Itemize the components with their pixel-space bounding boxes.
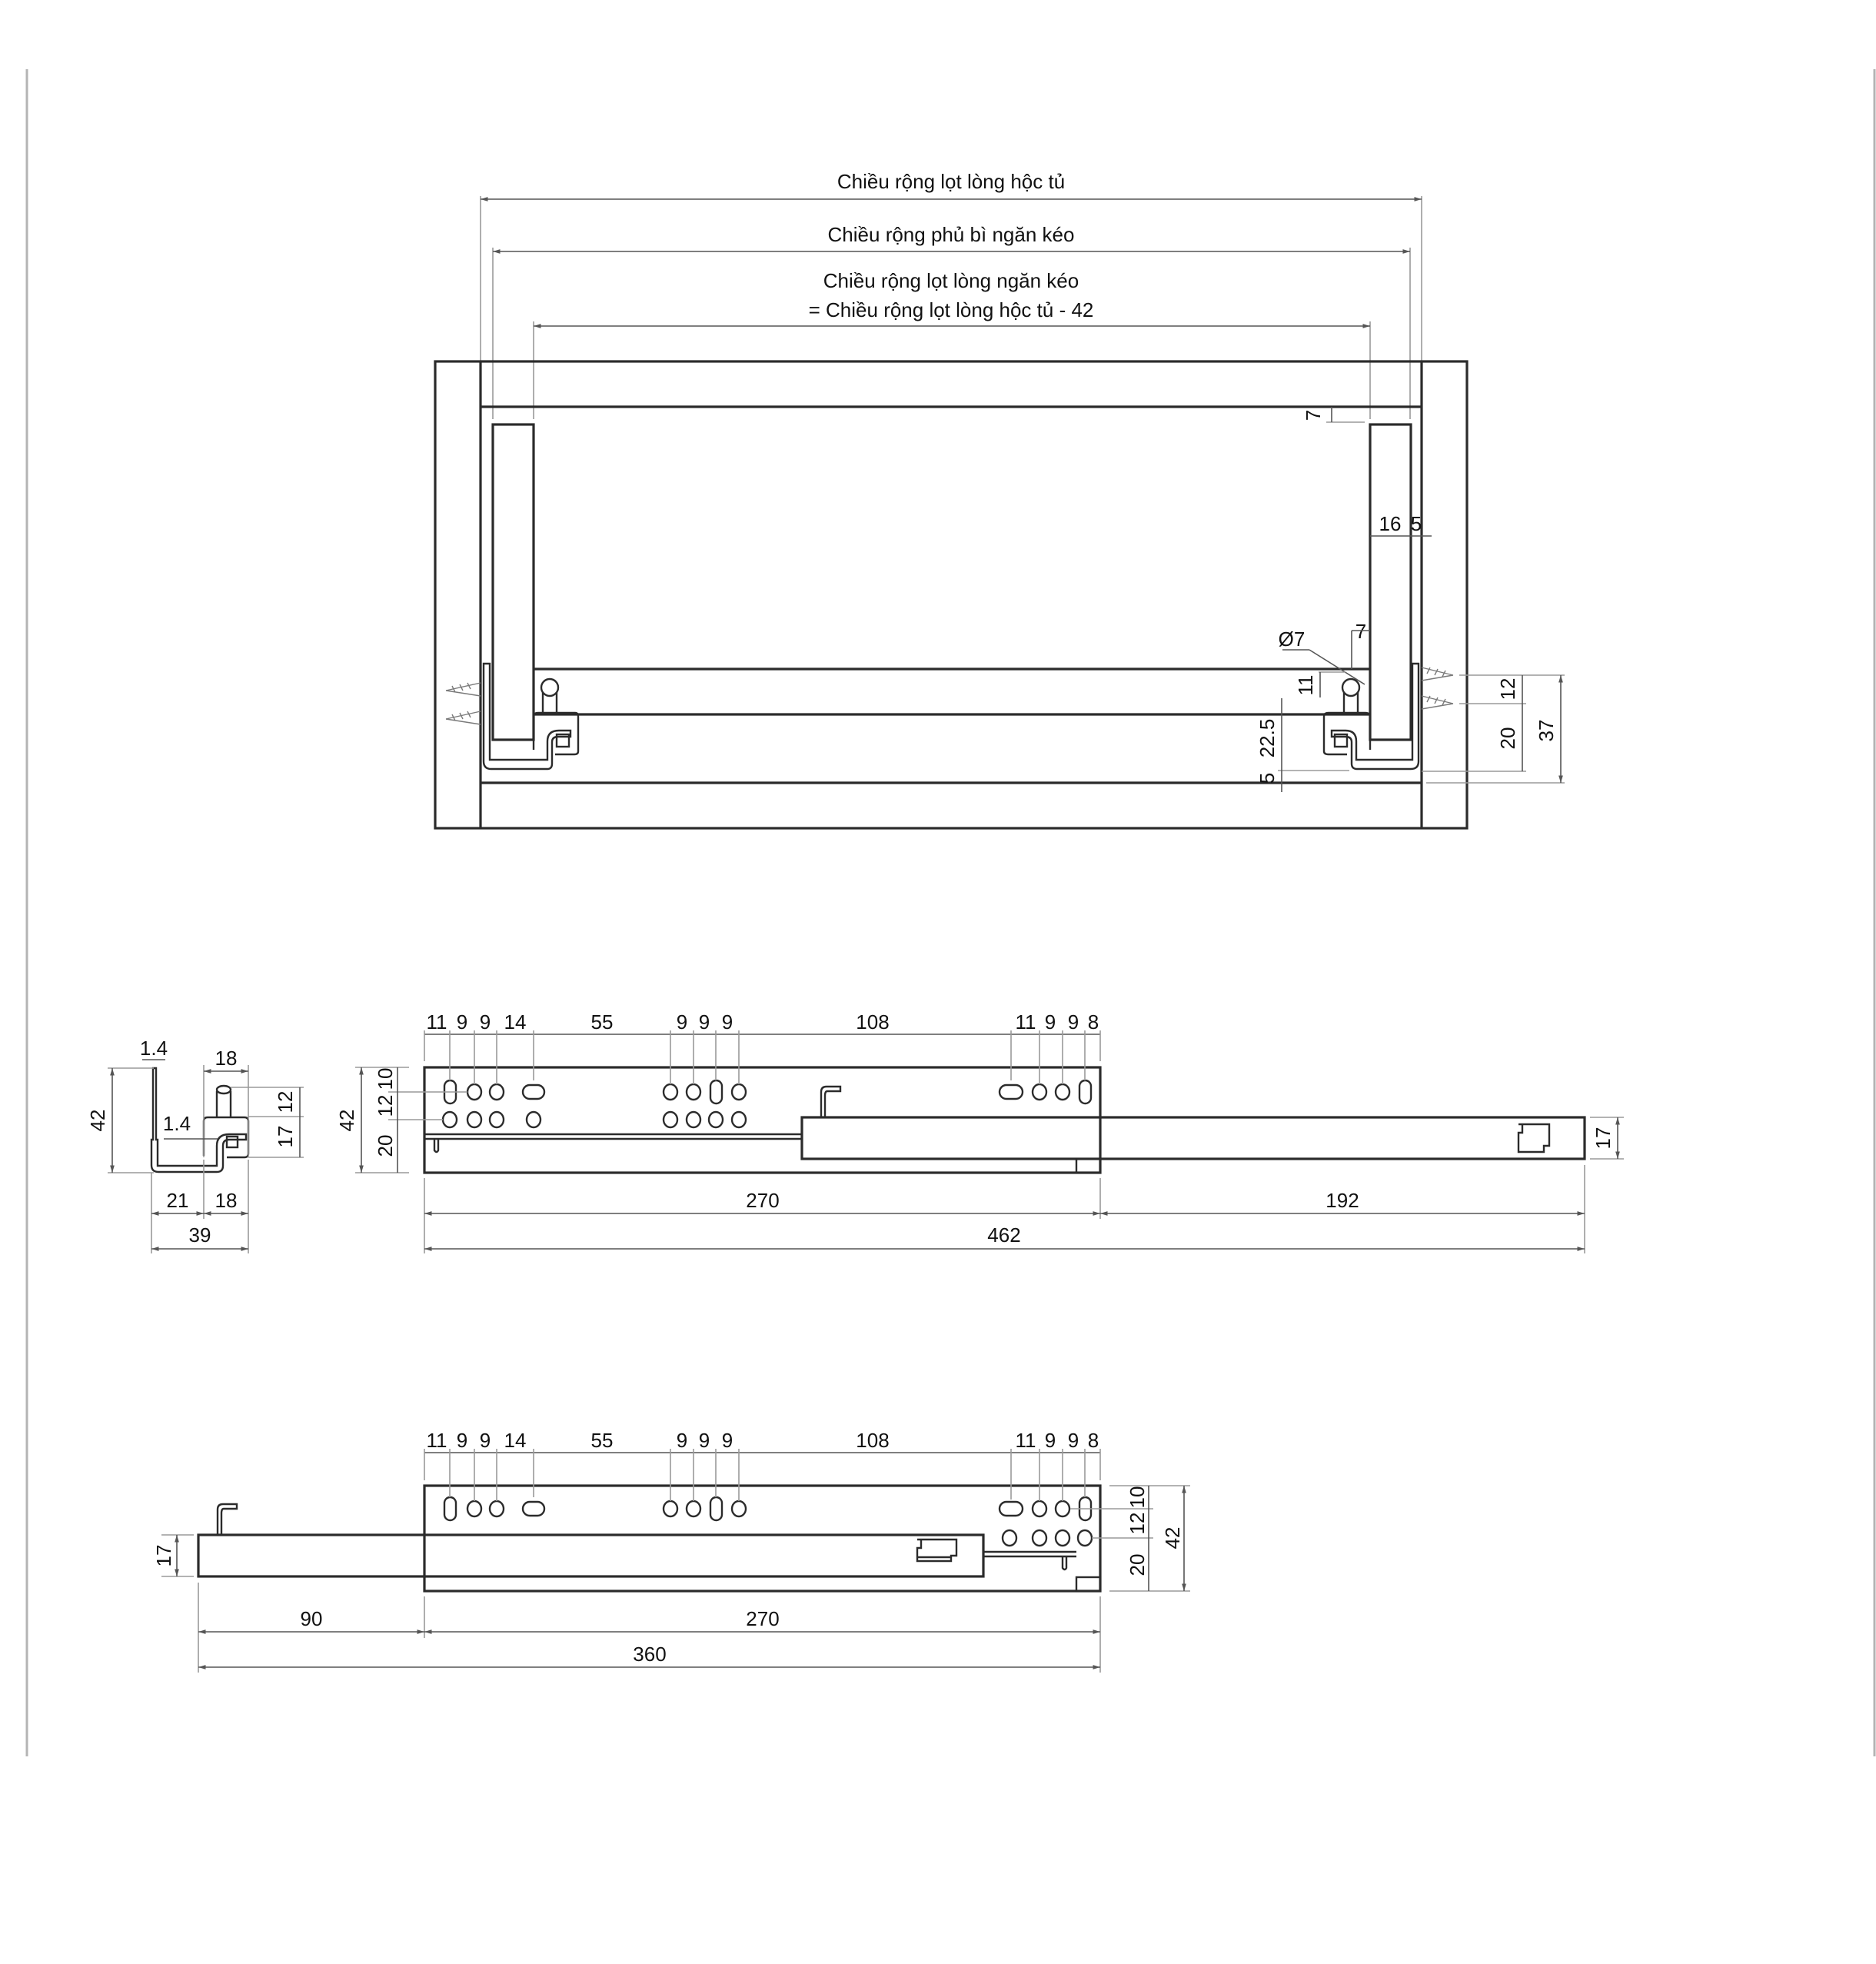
- hole-spacing-value: 9: [677, 1429, 687, 1452]
- side-thickness-value: 16: [1379, 512, 1402, 535]
- left-width-value: 21: [167, 1189, 189, 1212]
- screw-icon: [1421, 667, 1454, 710]
- side-gap-value: 5: [1411, 512, 1422, 535]
- extended-view: 11 9 9 14 55 9 9 9 108 11 9 9 8 42 10 12…: [335, 1010, 1624, 1253]
- latch-icon: [1517, 1123, 1551, 1153]
- hole-spacing-value: 9: [699, 1429, 710, 1452]
- height-bottom-value: 20: [1126, 1554, 1149, 1576]
- body-length-value: 270: [746, 1189, 779, 1212]
- hole-spacing-value: 11: [427, 1010, 447, 1034]
- total-length-value: 462: [987, 1223, 1020, 1247]
- mounting-holes: [441, 1079, 1093, 1129]
- extension-value: 192: [1326, 1189, 1359, 1212]
- front-view: Chiều rộng lọt lòng hộc tủ Chiều rộng ph…: [434, 170, 1565, 830]
- height-total-value: 42: [335, 1110, 358, 1132]
- latch-icon: [916, 1538, 958, 1563]
- height-top-value: 10: [1126, 1486, 1149, 1509]
- pin-height-value: 11: [1294, 675, 1317, 696]
- cabinet-outline: [434, 360, 1469, 830]
- height-bottom-value: 20: [374, 1135, 397, 1157]
- hole-spacing-value: 9: [480, 1429, 491, 1452]
- hole-spacing-value: 55: [591, 1429, 614, 1452]
- pin-icon: [540, 677, 560, 697]
- hole-spacing-value: 9: [457, 1429, 467, 1452]
- hole-spacing-value: 9: [480, 1010, 491, 1034]
- height-value: 42: [86, 1110, 109, 1132]
- top-gap-value: 7: [1302, 410, 1325, 421]
- hole-spacing-value: 11: [1016, 1429, 1036, 1452]
- total-height-value: 37: [1535, 720, 1558, 742]
- screw-icon: [445, 682, 481, 725]
- hole-spacing-value: 14: [504, 1429, 527, 1452]
- right-width-value: 18: [215, 1189, 238, 1212]
- pin-icon: [1341, 677, 1361, 697]
- hole-spacing-value: 9: [1045, 1010, 1056, 1034]
- screw-spacing-value: 12: [1496, 678, 1519, 701]
- hole-spacing-value: 8: [1088, 1429, 1099, 1452]
- body-length-value: 270: [746, 1607, 779, 1630]
- hole-spacing-value: 9: [699, 1010, 710, 1034]
- pin-height-value: 12: [274, 1091, 297, 1113]
- closed-view: 11 9 9 14 55 9 9 9 108 11 9 9 8 10 12 20…: [152, 1429, 1190, 1673]
- screw-height-value: 20: [1496, 727, 1519, 750]
- hole-spacing-value: 9: [677, 1010, 687, 1034]
- inner-rail-height-value: 17: [152, 1545, 175, 1567]
- hole-spacing-value: 9: [1045, 1429, 1056, 1452]
- hole-spacing-value: 55: [591, 1010, 614, 1034]
- rail-bracket-left: [445, 662, 580, 771]
- pin-diameter-value: Ø7: [1279, 627, 1306, 651]
- overhang-value: 90: [301, 1607, 323, 1630]
- hole-spacing-value: 8: [1088, 1010, 1099, 1034]
- drawer-inner-width-label-2: = Chiều rộng lọt lòng hộc tủ - 42: [809, 298, 1094, 321]
- pin-offset-value: 7: [1355, 620, 1366, 643]
- slot-height-value: 17: [274, 1126, 297, 1148]
- hole-spacing-value: 9: [1068, 1429, 1079, 1452]
- drawer-side-left: [491, 423, 535, 741]
- top-thickness-value: 1.4: [140, 1037, 168, 1060]
- hole-spacing-value: 9: [1068, 1010, 1079, 1034]
- hole-spacing-value: 11: [427, 1429, 447, 1452]
- inner-rail: [800, 1116, 1586, 1160]
- total-length-value: 360: [633, 1643, 666, 1666]
- height-top-value: 10: [374, 1068, 397, 1090]
- height-total-value: 42: [1161, 1527, 1184, 1550]
- hole-spacing-value: 108: [856, 1010, 889, 1034]
- rail-height-value: 22.5: [1256, 719, 1279, 758]
- total-width-value: 39: [189, 1223, 211, 1247]
- drawer-inner-width-label-1: Chiều rộng lọt lòng ngăn kéo: [823, 269, 1079, 292]
- inner-rail-height-value: 17: [1592, 1127, 1615, 1150]
- inner-rail: [197, 1533, 985, 1578]
- hole-spacing-value: 108: [856, 1429, 889, 1452]
- hole-spacing-value: 9: [722, 1010, 733, 1034]
- hole-spacing-value: 11: [1016, 1010, 1036, 1034]
- height-middle-value: 12: [1126, 1513, 1149, 1535]
- inner-thickness-value: 1.4: [163, 1112, 191, 1135]
- mounting-holes: [443, 1496, 1093, 1547]
- drawer-overall-width-label: Chiều rộng phủ bì ngăn kéo: [828, 223, 1075, 246]
- hole-spacing-value: 9: [722, 1429, 733, 1452]
- profile-view: 1.4 18 12 17 1.4 42 21 18 39: [86, 1037, 304, 1253]
- rail-bracket-right: [1322, 662, 1454, 771]
- bottom-gap-value: 5: [1256, 773, 1279, 784]
- top-width-value: 18: [215, 1047, 238, 1070]
- pin-icon: [215, 1084, 232, 1095]
- hole-spacing-value: 9: [457, 1010, 467, 1034]
- hole-spacing-value: 14: [504, 1010, 527, 1034]
- drawer-side-right: [1369, 423, 1412, 741]
- height-middle-value: 12: [374, 1095, 397, 1117]
- cabinet-inner-width-label: Chiều rộng lọt lòng hộc tủ: [837, 170, 1065, 193]
